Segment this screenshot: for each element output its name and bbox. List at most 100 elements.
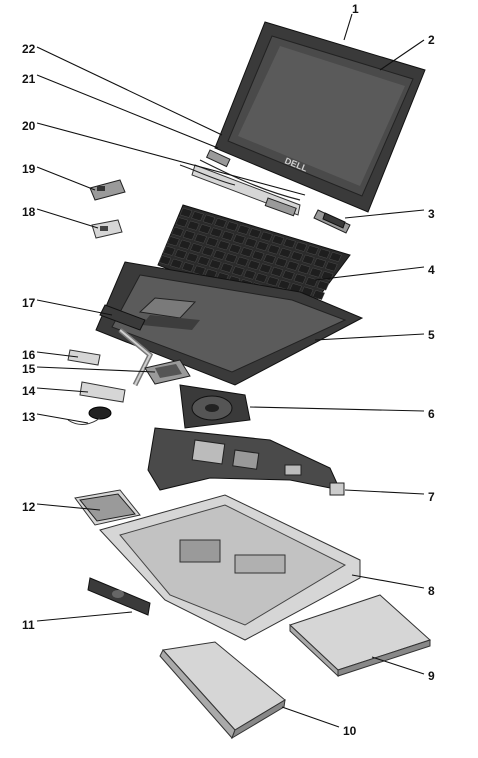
keyboard-key [248,228,262,239]
keyboard-key [231,266,245,277]
keyboard-key [279,247,292,258]
callout-label-9: 9 [428,669,435,683]
callout-leader-10 [281,706,340,728]
keyboard-key [190,243,203,254]
keyboard-key [208,259,222,270]
keyboard-key [217,240,230,251]
callout-label-3: 3 [428,207,435,221]
keyboard-key [243,269,256,280]
keyboard-key [170,258,183,269]
keyboard-key [224,253,238,264]
callout-label-8: 8 [428,584,435,598]
callout-label-14: 14 [22,384,36,398]
keyboard-key [251,250,265,261]
wireless-card-19 [89,179,126,201]
keyboard-key [260,231,273,242]
keyboard-key [283,238,296,249]
keyboard-key [254,272,268,283]
keyboard-key [185,252,199,263]
callout-leader-9 [371,656,425,675]
callout-label-16: 16 [22,348,36,362]
card-16 [67,349,101,366]
callout-label-4: 4 [428,263,435,277]
keyboard-key [316,280,330,291]
callout-leader-20 [36,122,306,196]
callout-leader-21 [36,74,219,149]
keyboard-key [202,214,216,225]
keyboard-key [220,262,233,273]
callout-label-2: 2 [428,33,435,47]
keyboard-key [210,227,223,238]
main-battery [159,641,286,740]
callout-leader-14 [36,387,89,393]
keyboard-key [201,246,215,257]
keyboard-key [233,234,246,245]
keyboard-key [225,221,239,232]
keyboard-key [198,224,212,235]
keyboard-key [214,217,227,228]
keyboard-key [325,261,338,272]
optical-drive [289,594,431,678]
callout-leader-12 [36,503,101,511]
keyboard-key [191,211,204,222]
keyboard-key [178,239,192,250]
keyboard-key [329,251,342,262]
callout-label-15: 15 [22,362,36,376]
callout-leader-19 [36,166,96,191]
keyboard-key [221,230,235,241]
callout-leader-1 [343,13,353,41]
keyboard-key [286,260,299,271]
keyboard-key [293,273,307,284]
keyboard-key [197,255,210,266]
keyboard-key [313,258,327,269]
keyboard-key [182,230,196,241]
keyboard-key [267,244,281,255]
display-assembly: DELL [179,21,426,216]
callout-leader-15 [36,366,156,373]
callout-label-20: 20 [22,119,36,133]
callout-label-18: 18 [22,205,36,219]
coin-cell-battery [67,406,112,425]
processor [144,359,191,385]
heat-pipe [99,304,154,387]
wireless-card-18 [91,219,123,239]
callout-leader-11 [36,611,133,622]
callout-label-12: 12 [22,500,36,514]
keyboard-key [228,243,242,254]
keyboard-key [237,224,250,235]
keyboard-key [187,220,200,231]
palm-rest [95,261,364,386]
keyboard-key [205,236,219,247]
callout-label-6: 6 [428,407,435,421]
fan [179,384,251,429]
keyboard-key [194,233,207,244]
callout-leader-7 [344,489,425,495]
left-hinge [205,149,297,217]
callout-label-19: 19 [22,162,36,176]
keyboard-key [259,263,272,274]
callout-leader-4 [314,266,425,281]
callout-label-13: 13 [22,410,36,424]
callout-leader-22 [36,46,223,136]
callout-label-1: 1 [352,2,359,16]
keyboard-key [181,262,195,273]
keyboard-key [158,255,172,266]
keyboard-key [312,289,325,300]
keyboard-key [263,253,276,264]
keyboard-key [317,248,331,259]
keyboard-key [274,257,288,268]
keyboard-key [247,260,261,271]
callout-leader-16 [36,351,79,358]
keyboard-key [297,264,311,275]
keyboard-key [240,247,253,258]
keyboard-key [236,256,249,267]
keyboard-key [290,251,304,262]
callout-label-7: 7 [428,490,435,504]
hinge-cover [313,209,351,234]
callout-leader-2 [379,39,425,71]
keyboard-key [306,245,319,256]
callout-label-17: 17 [22,296,36,310]
keyboard-key [302,254,315,265]
